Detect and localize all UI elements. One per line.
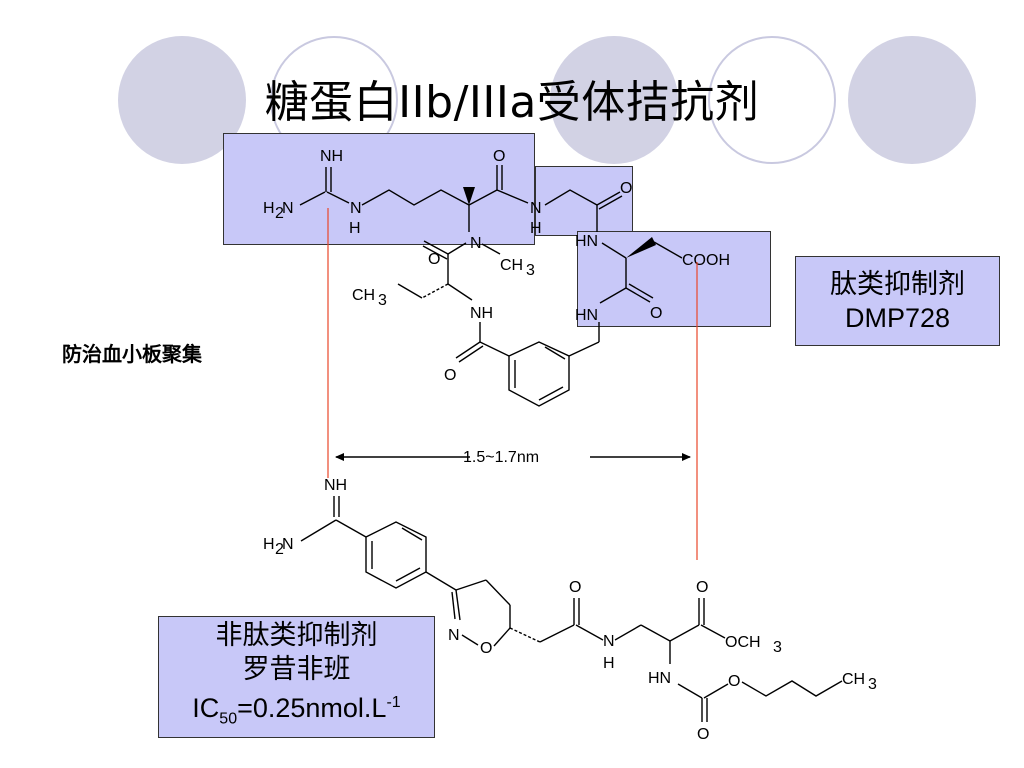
- svg-text:O: O: [493, 148, 505, 165]
- svg-text:NH: NH: [470, 305, 493, 322]
- svg-text:O: O: [620, 180, 632, 197]
- svg-text:H: H: [263, 200, 275, 217]
- decor-circle-3: [550, 36, 678, 164]
- distance-label: 1.5~1.7nm: [463, 449, 539, 466]
- svg-text:HN: HN: [575, 233, 598, 250]
- nonpeptide-inhibitor-label: 非肽类抑制剂 罗昔非班 IC50=0.25nmol.L-1: [158, 616, 435, 738]
- svg-text:HN: HN: [575, 307, 598, 324]
- svg-text:NH: NH: [320, 148, 343, 165]
- svg-text:3: 3: [868, 676, 877, 693]
- nonpeptide-inhibitor-class: 非肽类抑制剂: [215, 619, 378, 650]
- peptide-inhibitor-name: DMP728: [844, 303, 951, 333]
- svg-text:H: H: [349, 220, 361, 237]
- svg-text:N: N: [350, 200, 362, 217]
- svg-text:N: N: [282, 200, 294, 217]
- side-note: 防治血小板聚集: [62, 342, 202, 366]
- svg-text:2: 2: [275, 541, 284, 558]
- svg-text:OCH: OCH: [725, 634, 761, 651]
- svg-text:N: N: [282, 536, 294, 553]
- peptide-inhibitor-label: 肽类抑制剂 DMP728: [795, 256, 1000, 346]
- ic50-value: IC50=0.25nmol.L-1: [192, 692, 401, 728]
- svg-text:O: O: [444, 367, 456, 384]
- svg-text:O: O: [569, 579, 581, 596]
- peptide-inhibitor-class: 肽类抑制剂: [830, 269, 965, 299]
- svg-text:CH: CH: [352, 287, 375, 304]
- svg-text:3: 3: [526, 262, 535, 279]
- svg-text:H: H: [603, 655, 615, 672]
- nonpeptide-inhibitor-name: 罗昔非班: [242, 653, 351, 684]
- svg-text:HN: HN: [648, 670, 671, 687]
- svg-text:N: N: [470, 235, 482, 252]
- svg-text:CH: CH: [500, 257, 523, 274]
- svg-text:H: H: [530, 220, 542, 237]
- decor-circle-5: [848, 36, 976, 164]
- svg-text:NH: NH: [324, 477, 347, 494]
- svg-text:O: O: [650, 305, 662, 322]
- svg-text:N: N: [448, 627, 460, 644]
- svg-text:COOH: COOH: [682, 252, 730, 269]
- svg-text:H: H: [263, 536, 275, 553]
- svg-text:3: 3: [378, 292, 387, 309]
- svg-text:O: O: [697, 726, 709, 743]
- svg-text:CH: CH: [842, 671, 865, 688]
- decor-circle-4: [708, 36, 836, 164]
- highlight-arginine: [223, 133, 535, 245]
- svg-text:3: 3: [773, 639, 782, 656]
- svg-text:N: N: [530, 200, 542, 217]
- slide-title: 糖蛋白IIb/IIIa受体拮抗剂: [264, 77, 760, 128]
- svg-text:O: O: [428, 251, 440, 268]
- svg-text:2: 2: [275, 205, 284, 222]
- svg-text:O: O: [728, 673, 740, 690]
- svg-text:N: N: [603, 633, 615, 650]
- svg-text:O: O: [696, 579, 708, 596]
- svg-text:O: O: [480, 640, 492, 657]
